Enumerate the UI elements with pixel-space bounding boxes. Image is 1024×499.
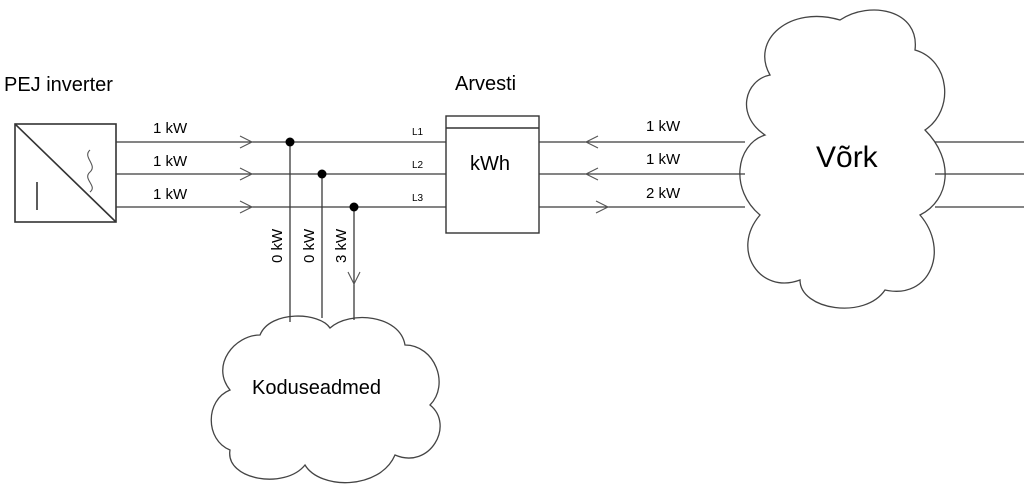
phase-label-l1: L1 [412,127,424,138]
load-power-l3: 3 kW [333,228,350,263]
load-power-l1: 0 kW [269,228,286,263]
inverter-power-l1: 1 kW [153,120,188,137]
arrow-right-icon [595,200,610,214]
inverter-power-l3: 1 kW [153,186,188,203]
arrow-right-icon [239,200,254,214]
load-power-l2: 0 kW [301,228,318,263]
grid-power-l2: 1 kW [646,151,681,168]
inverter-diagonal [14,123,117,223]
grid-power-l1: 1 kW [646,118,681,135]
arrow-right-icon [239,167,254,181]
arrow-left-icon [584,167,599,181]
arrow-left-icon [584,135,599,149]
phase-label-l3: L3 [412,193,424,204]
phase-label-l2: L2 [412,160,424,171]
grid-title: Võrk [816,141,879,174]
grid-cloud [739,9,946,309]
arrow-right-icon [239,135,254,149]
meter-unit: kWh [470,153,510,175]
junction-dot-l3 [349,202,359,212]
inverter-title: PEJ inverter [4,74,113,96]
junction-dot-l2 [317,169,327,179]
meter-title: Arvesti [455,73,516,95]
arrow-down-icon [347,271,361,286]
household-title: Koduseadmed [252,377,381,399]
grid-power-l3: 2 kW [646,185,681,202]
household-cloud [210,315,441,484]
inverter-power-l2: 1 kW [153,153,188,170]
ac-symbol-icon [87,149,93,193]
junction-dot-l1 [285,137,295,147]
